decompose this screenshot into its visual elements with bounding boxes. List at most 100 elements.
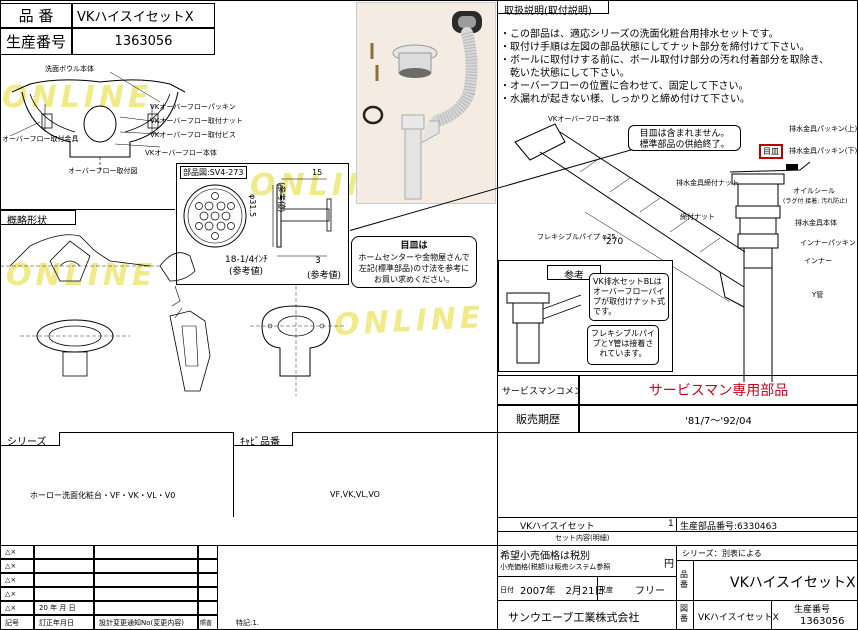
instructions-header: 取扱説明(取付説明) — [497, 0, 609, 17]
cabinet-value: VF,VK,VL,VO — [330, 490, 380, 499]
price-divider — [676, 545, 677, 630]
price-note: 小売価格(税額)は販売システム参照 — [500, 563, 611, 571]
assembly-drawing — [514, 123, 811, 382]
medazara-note-line2: 標準部品の供給終了。 — [639, 140, 730, 150]
footer-date-value: 2007年 2月21日 — [520, 586, 605, 597]
instruction-line-1: ・この部品は、適応シリーズの洗面化粧台用排水セットです。 — [500, 29, 779, 40]
strainer-note: 目皿は ホームセンターや金物屋さんで左記(標準部品)の寸法を参考にお買い求めくだ… — [351, 236, 477, 288]
reference-header: 参考 — [547, 265, 601, 282]
footer-zuban-label: 図番 — [680, 604, 688, 623]
series-top-line — [0, 432, 858, 433]
footer-company-line — [497, 600, 858, 601]
reference-drawing — [506, 292, 582, 364]
label-drain-nut: 排水金具締付ナット — [676, 179, 739, 187]
set-name: VKハイスイセット — [520, 522, 595, 532]
reference-note: VK排水セットBLはオーバーフローパイプが取付けナット式です。 — [589, 273, 669, 321]
price-top-line — [497, 545, 858, 546]
footer-hinban-value: VKハイスイセットX — [730, 575, 856, 591]
strainer-dim-31: φ31.5 — [248, 194, 257, 218]
strainer-dim-ref1: (参考値) — [277, 182, 286, 213]
instruction-line-5: ・オーバーフローの位置に合わせて、固定して下さい。 — [500, 81, 749, 92]
label-inner-packing: インナーパッキン — [800, 239, 856, 247]
service-comment-label: サービスマンコメント — [497, 375, 579, 405]
series-cabinet-divider — [233, 432, 234, 517]
rev-col-misc: 特記:1. — [236, 619, 260, 627]
rev-check-2 — [198, 559, 218, 573]
sales-value: '81/7～'92/04 — [579, 405, 858, 433]
revision-top-line — [0, 545, 497, 546]
rev-col-sym: 記号 — [0, 615, 34, 630]
strainer-drawing — [183, 178, 332, 257]
overflow-mount-diagram — [9, 71, 186, 172]
instruction-line-4: 乾いた状態にして下さい。 — [500, 68, 630, 79]
medazara-tag: 目皿 — [759, 144, 783, 159]
rev-notice-2 — [94, 559, 198, 573]
rev-date-2 — [34, 559, 94, 573]
seisan-value: 1363056 — [72, 28, 215, 55]
price-series-line — [676, 560, 858, 561]
label-flex-pipe: フレキシブルパイプ φ25 — [537, 233, 616, 241]
set-top-line — [497, 517, 858, 518]
footer-scale-divider — [597, 576, 598, 600]
rev-date-3 — [34, 573, 94, 587]
footer-zuban-value: VKハイスイセットX — [698, 613, 779, 623]
outline-divider — [0, 209, 175, 210]
footer-hinban-divider — [693, 560, 694, 630]
series-value: ホーロー洗面化粧台・VF・VK・VL・V0 — [30, 491, 176, 500]
label-drain-packing-bottom: 排水金具パッキン(下) — [789, 147, 858, 155]
rev-mark-5: △× — [0, 601, 34, 615]
label-bowl-body: 洗面ボウル本体 — [45, 65, 94, 73]
label-oil-seal: オイルシール — [793, 187, 835, 195]
price-yen: 円 — [664, 559, 674, 570]
rev-mark-3: △× — [0, 573, 34, 587]
series-header: シリーズ — [0, 432, 60, 448]
rev-check-3 — [198, 573, 218, 587]
hinban-value: VKハイスイセットX — [72, 3, 215, 28]
service-comment-value: サービスマン専用部品 — [579, 375, 858, 405]
reference-box: 参考 VK排水セットBLはオーバーフローパイプが取付けナット式です。 フレキシブ… — [498, 260, 673, 372]
seisan-label: 生産番号 — [0, 28, 72, 55]
right-column-divider — [497, 0, 498, 375]
strainer-dim-ref3: (参考値) — [307, 271, 342, 281]
outline-header: 概略形状 — [0, 210, 76, 227]
rev-col-check: 照査 — [198, 615, 218, 630]
label-drain-body: 排水金具本体 — [795, 219, 837, 227]
label-overflow-packing: VKオーバーフローパッキン — [150, 103, 236, 111]
revision-table: △× △× △× △× △× 20 年 月 日 記号 訂正年月日 設計変更通知N… — [0, 545, 234, 630]
label-tighten-nut: 締付ナット — [680, 213, 715, 221]
rev-notice-4 — [94, 587, 198, 601]
price-series-label: シリーズ： — [682, 549, 722, 558]
rev-notice-3 — [94, 573, 198, 587]
rev-check-5 — [198, 601, 218, 615]
footer-scale-label: 尺度 — [599, 586, 613, 594]
label-overflow-nut: VKオーバーフロー取付ナット — [150, 117, 243, 125]
outline-drawings — [0, 234, 345, 396]
rev-mark-1: △× — [0, 545, 34, 559]
instructions-list: ・この部品は、適応シリーズの洗面化粧台用排水セットです。 ・取付け手順は左図の部… — [500, 28, 855, 106]
reference-flex-note: フレキシブルパイプとY管は接着されています。 — [587, 325, 659, 365]
strainer-dim-18: 18-1/4ｲﾝﾁ — [225, 255, 268, 265]
label-overflow-body: VKオーバーフロー本体 — [145, 149, 217, 157]
rev-mark-2: △× — [0, 559, 34, 573]
strainer-note-title: 目皿は — [400, 241, 428, 251]
label-length-270: 270 — [606, 237, 624, 247]
set-mid-line — [497, 531, 858, 532]
instruction-line-6: ・水漏れが起きない様、しっかりと締め付けて下さい。 — [500, 94, 750, 105]
hinban-label: 品 番 — [0, 3, 72, 28]
label-overflow-screw: VKオーバーフロー取付ビス — [150, 131, 236, 139]
sales-label: 販売期歴 — [497, 405, 579, 433]
label-drain-packing-top: 排水金具パッキン(上) — [789, 125, 858, 133]
rev-notice-1 — [94, 545, 198, 559]
medazara-note-line1: 目皿は含まれません。 — [639, 129, 730, 139]
set-prod-no: 生産部品番号:6330463 — [680, 522, 778, 532]
rev-date-1 — [34, 545, 94, 559]
label-overflow-caption: オーバーフロー取付図 — [68, 167, 138, 175]
rev-date-4 — [34, 587, 94, 601]
footer-company: サンウエーブ工業株式会社 — [508, 611, 640, 624]
rev-col-notice: 設計変更通知No(変更内容) — [94, 615, 198, 630]
price-label: 希望小売価格は税別 — [500, 551, 590, 562]
medazara-note: 目皿は含まれません。 標準部品の供給終了。 — [628, 125, 741, 151]
price-series-value: 別表による — [722, 549, 762, 558]
label-oil-seal-note: (ラグ付 接着: 汚れ防止) — [783, 198, 848, 205]
rev-mark-4: △× — [0, 587, 34, 601]
